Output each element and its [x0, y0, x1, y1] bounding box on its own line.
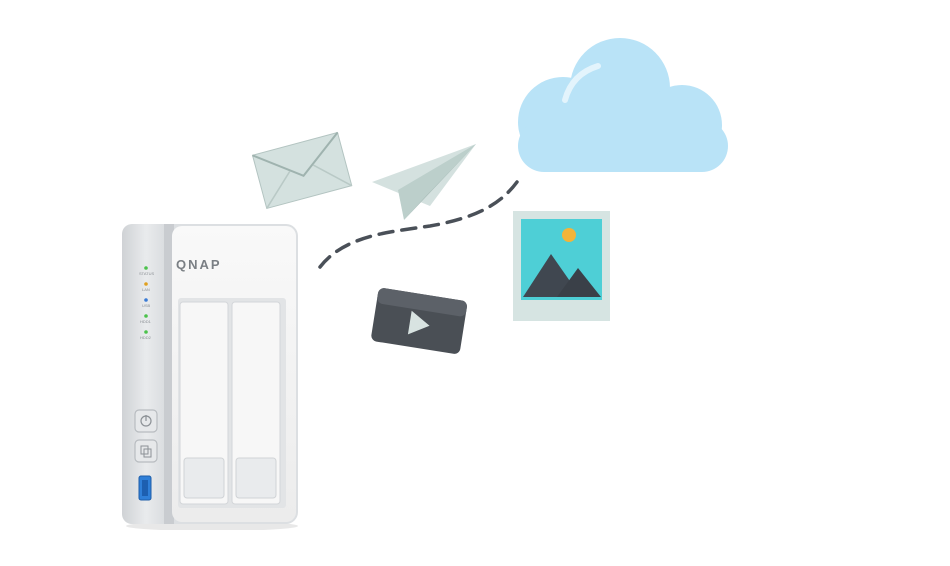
video-play-icon	[371, 288, 467, 354]
copy-button[interactable]	[135, 440, 157, 462]
paper-plane-icon	[372, 144, 476, 220]
led-lan	[144, 282, 148, 286]
brand-logo: QNAP	[176, 257, 222, 272]
led-hdd2	[144, 330, 148, 334]
led-label-hdd2: HDD2	[140, 335, 151, 340]
nas-enclosure	[122, 224, 298, 531]
usb-port	[139, 476, 151, 500]
led-status	[144, 266, 148, 270]
photo-icon	[513, 211, 610, 321]
nas-device: QNAP STATUS LAN USB HDD1 HDD2	[120, 222, 300, 531]
drive-tray-1-handle[interactable]	[184, 458, 224, 498]
power-button[interactable]	[135, 410, 157, 432]
led-label-status: STATUS	[139, 271, 155, 276]
led-usb	[144, 298, 148, 302]
cloud-icon	[518, 38, 728, 172]
led-label-hdd1: HDD1	[140, 319, 151, 324]
led-label-lan: LAN	[142, 287, 150, 292]
led-hdd1	[144, 314, 148, 318]
led-label-usb: USB	[142, 303, 151, 308]
drive-tray-2-handle[interactable]	[236, 458, 276, 498]
envelope-icon	[251, 131, 353, 210]
dashed-path	[318, 180, 519, 269]
